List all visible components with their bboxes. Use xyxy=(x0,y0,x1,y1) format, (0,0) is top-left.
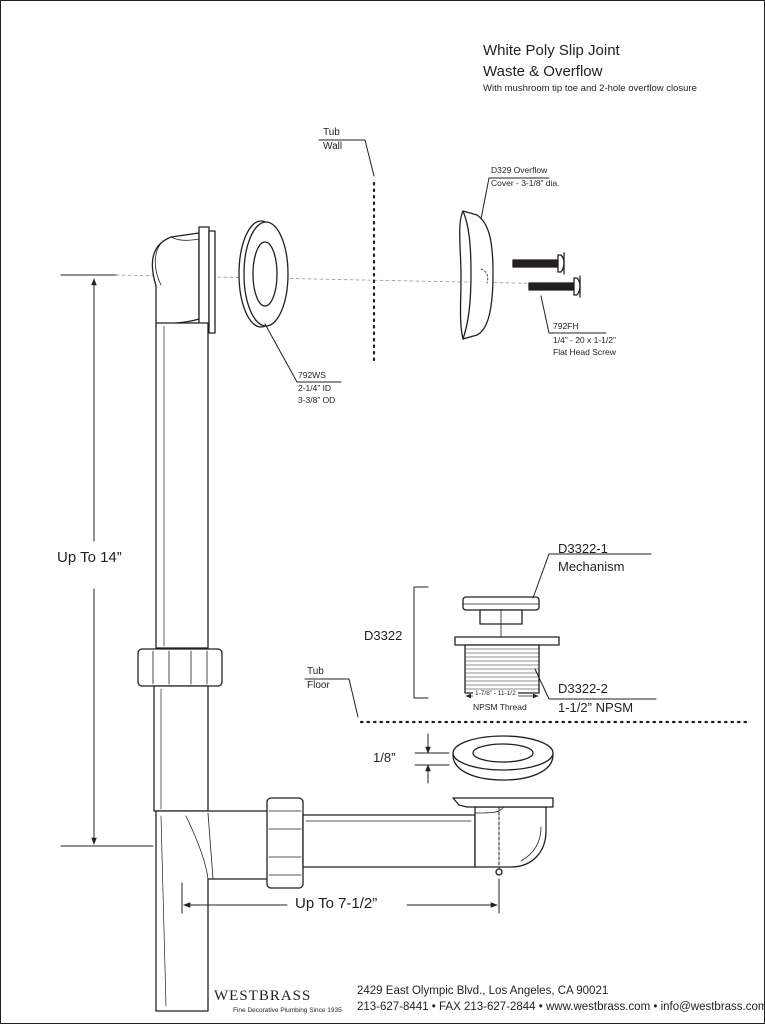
screw-spec-label: 1/4” - 20 x 1-1/2” xyxy=(553,335,616,345)
length-dim-label: Up To 7-1/2” xyxy=(295,895,378,912)
tub-floor-label-1: Tub xyxy=(307,666,324,677)
footer-contact: 213-627-8441 • FAX 213-627-2844 • www.we… xyxy=(357,1001,765,1013)
lower-overflow-tube xyxy=(153,685,209,812)
tub-wall-label-2: Wall xyxy=(323,141,343,152)
thread-name-label: NPSM Thread xyxy=(473,702,527,712)
overflow-tube xyxy=(155,322,209,649)
tub-floor-leader xyxy=(304,678,359,718)
slip-nut-overflow xyxy=(137,648,223,687)
brand-logo: WESTBRASS xyxy=(214,988,312,1004)
gasket xyxy=(452,735,554,781)
mechanism-leader xyxy=(532,553,652,599)
length-dimension xyxy=(181,878,500,914)
gap-dim-label: 1/8” xyxy=(373,750,396,765)
flat-head-screws xyxy=(512,252,581,298)
tub-floor-label-2: Floor xyxy=(307,680,330,691)
mechanism-d3322-1 xyxy=(462,596,540,642)
washer-792ws xyxy=(238,220,289,328)
drain-tee xyxy=(155,810,272,1012)
washer-id-label: 2-1/4” ID xyxy=(298,383,332,393)
mechanism-part-label: D3322-1 xyxy=(558,541,608,556)
drain-shoe xyxy=(452,797,554,876)
tub-wall-leader xyxy=(318,139,375,177)
overflow-cover-label-2: Cover - 3-1/8” dia. xyxy=(491,178,560,188)
overflow-cover-leader xyxy=(480,177,550,220)
body-thread-label: 1-1/2” NPSM xyxy=(558,700,634,715)
screw-name-label: Flat Head Screw xyxy=(553,347,616,357)
assembly-bracket xyxy=(413,586,429,699)
title-line-2: Waste & Overflow xyxy=(483,63,603,80)
assembly-part-label: D3322 xyxy=(364,628,403,643)
washer-od-label: 3-3/8” OD xyxy=(298,395,336,405)
mechanism-name-label: Mechanism xyxy=(558,559,625,574)
screw-leader xyxy=(540,295,607,334)
subtitle: With mushroom tip toe and 2-hole overflo… xyxy=(483,83,697,94)
screw-part-label: 792FH xyxy=(553,321,579,331)
body-part-label: D3322-2 xyxy=(558,681,608,696)
washer-part-label: 792WS xyxy=(298,370,326,380)
tub-wall-label-1: Tub xyxy=(323,127,340,138)
footer-address: 2429 East Olympic Blvd., Los Angeles, CA… xyxy=(357,985,609,997)
thread-dim-label: 1-7/8” - 11-1/2 xyxy=(473,690,518,698)
gap-dimension xyxy=(414,733,450,784)
washer-leader xyxy=(264,323,342,383)
shoe-tube xyxy=(302,814,476,868)
body-leader xyxy=(534,668,657,700)
overflow-cover-label-1: D329 Overflow xyxy=(491,165,548,175)
drain-body-d3322-2 xyxy=(454,636,560,694)
overflow-cover-d329 xyxy=(459,210,494,340)
height-dim-label: Up To 14” xyxy=(57,549,122,566)
height-dimension xyxy=(60,278,154,847)
title-line-1: White Poly Slip Joint xyxy=(483,42,620,59)
brand-tagline: Fine Decorative Plumbing Since 1935 xyxy=(233,1007,342,1014)
overflow-elbow xyxy=(151,226,216,334)
slip-nut-shoe xyxy=(266,797,304,889)
